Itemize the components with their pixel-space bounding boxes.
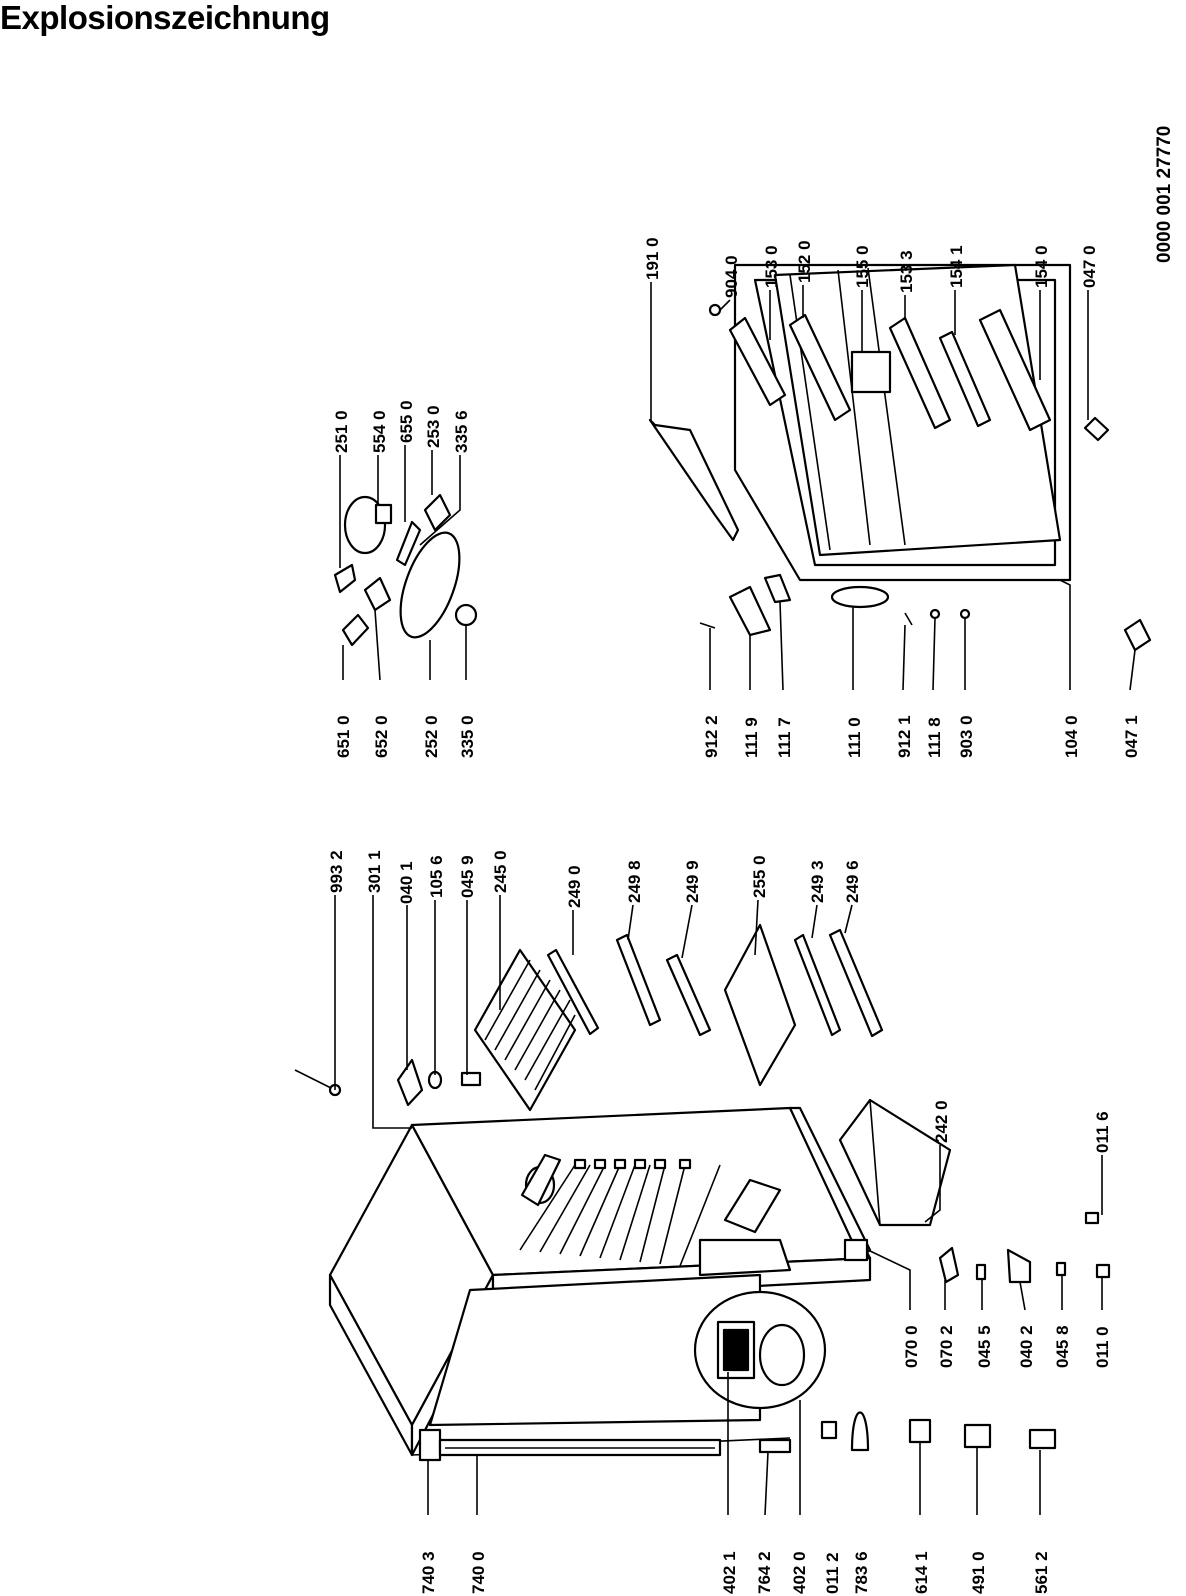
- page-title: Explosionszeichnung: [0, 0, 330, 36]
- cabinet-body: [328, 1106, 872, 1457]
- callout-labels: 993 2 301 1 040 1 105 6 045 9 245 0 249 …: [327, 237, 1141, 1594]
- callout-402-1: 402 1: [720, 1551, 739, 1594]
- callout-554-0: 554 0: [370, 410, 389, 453]
- callout-249-8: 249 8: [625, 860, 644, 903]
- callout-040-2: 040 2: [1017, 1325, 1036, 1368]
- callout-045-9: 045 9: [458, 855, 477, 898]
- callout-245-0: 245 0: [491, 850, 510, 893]
- control-assembly: [333, 493, 478, 647]
- callout-251-0: 251 0: [332, 410, 351, 453]
- callout-011-0: 011 0: [1093, 1326, 1112, 1368]
- wire-shelf-grid: [484, 959, 576, 1091]
- callout-070-2: 070 2: [937, 1325, 956, 1368]
- callout-155-0: 155 0: [853, 245, 872, 288]
- callout-252-0: 252 0: [422, 715, 441, 758]
- callout-154-1: 154 1: [947, 245, 966, 288]
- callout-301-1: 301 1: [365, 850, 384, 893]
- parts-illustration: [294, 263, 1152, 1462]
- callout-045-8: 045 8: [1053, 1325, 1072, 1368]
- callout-651-0: 651 0: [334, 715, 353, 758]
- callout-253-0: 253 0: [424, 405, 443, 448]
- shelf-rails: [519, 1158, 721, 1267]
- callout-040-1: 040 1: [397, 861, 416, 904]
- callout-105-6: 105 6: [427, 855, 446, 898]
- callout-249-6: 249 6: [843, 860, 862, 903]
- callout-912-1: 912 1: [895, 715, 914, 758]
- callout-335-0: 335 0: [458, 715, 477, 758]
- callout-242-0: 242 0: [932, 1100, 951, 1143]
- callout-912-2: 912 2: [702, 715, 721, 758]
- callout-111-9: 111 9: [742, 717, 761, 758]
- callout-764-2: 764 2: [755, 1551, 774, 1594]
- callout-655-0: 655 0: [397, 400, 416, 443]
- callout-153-3: 153 3: [897, 250, 916, 293]
- callout-154-0: 154 0: [1032, 245, 1051, 288]
- callout-491-0: 491 0: [969, 1551, 988, 1594]
- callout-904-0: 904 0: [722, 255, 741, 298]
- callout-652-0: 652 0: [372, 715, 391, 758]
- callout-740-3: 740 3: [419, 1551, 438, 1594]
- callout-783-6: 783 6: [852, 1551, 871, 1594]
- callout-111-7: 111 7: [775, 717, 794, 758]
- callout-903-0: 903 0: [957, 715, 976, 758]
- callout-011-6: 011 6: [1093, 1111, 1112, 1153]
- leader-lines: [334, 282, 1136, 1516]
- callout-152-0: 152 0: [795, 240, 814, 283]
- callout-561-2: 561 2: [1032, 1551, 1051, 1594]
- callout-335-6: 335 6: [452, 410, 471, 453]
- callout-047-0: 047 0: [1080, 245, 1099, 288]
- callout-255-0: 255 0: [750, 855, 769, 898]
- callout-104-0: 104 0: [1062, 715, 1081, 758]
- callout-249-0: 249 0: [565, 865, 584, 908]
- door-assembly: [648, 263, 1152, 652]
- callout-111-0: 111 0: [845, 717, 864, 758]
- callout-111-8: 111 8: [925, 717, 944, 758]
- callout-047-1: 047 1: [1122, 715, 1141, 758]
- callout-249-9: 249 9: [683, 860, 702, 903]
- drawing-number: 0000 001 27770: [1154, 126, 1175, 263]
- drawing-number-text: 0000 001 27770: [1154, 126, 1175, 263]
- callout-153-0: 153 0: [762, 245, 781, 288]
- callout-191-0: 191 0: [643, 237, 662, 280]
- callout-045-5: 045 5: [975, 1325, 994, 1368]
- callout-993-2: 993 2: [327, 850, 346, 893]
- callout-011-2: 011 2: [823, 1552, 842, 1594]
- callout-070-0: 070 0: [902, 1325, 921, 1368]
- hardware-parts: [294, 1058, 1111, 1452]
- callout-402-0: 402 0: [790, 1551, 809, 1594]
- callout-249-3: 249 3: [808, 860, 827, 903]
- callout-740-0: 740 0: [469, 1551, 488, 1594]
- callout-614-1: 614 1: [912, 1551, 931, 1594]
